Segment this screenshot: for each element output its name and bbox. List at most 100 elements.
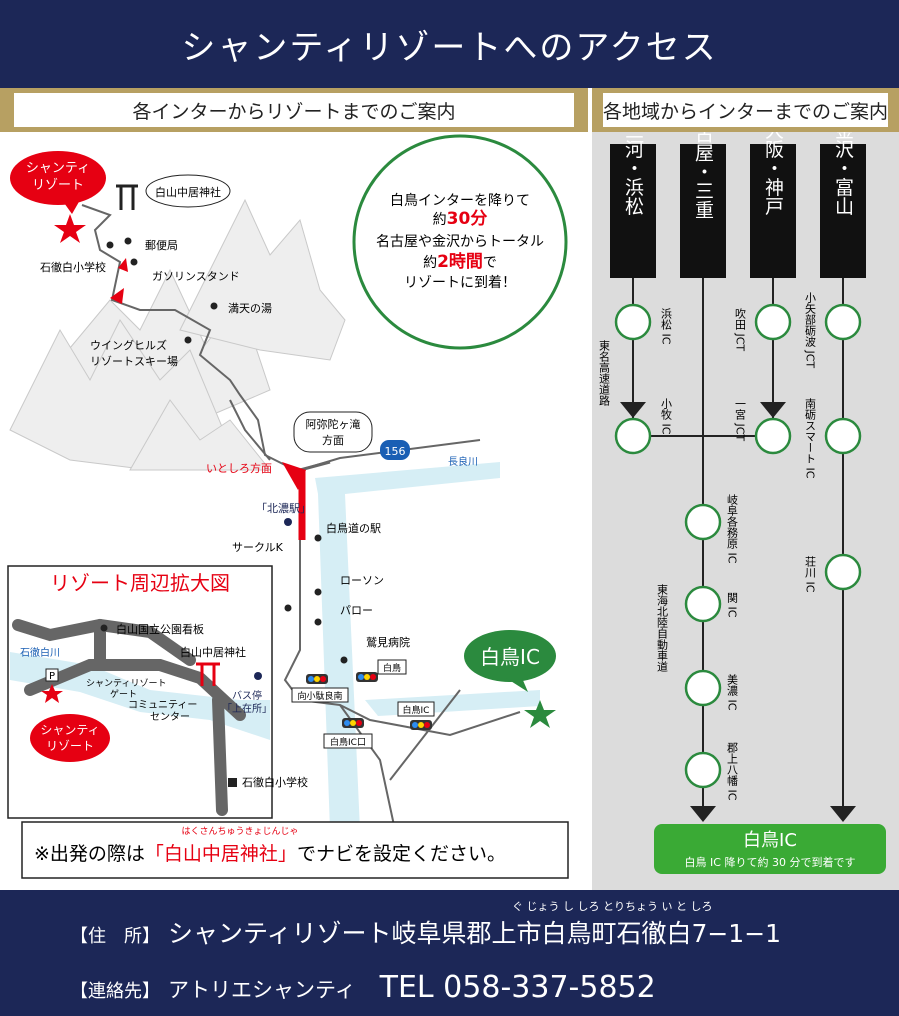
right-section-title: 各地域からインターまでのご案内 <box>603 93 888 127</box>
ic-seki: 関 IC <box>726 592 739 618</box>
address-ruby: ぐ じょう し しろ とりちょう い と しろ <box>512 900 713 913</box>
region-nagoya: 名古屋・三重 <box>692 132 714 219</box>
tel-number: TEL 058-337-5852 <box>379 970 656 1005</box>
ic-komaki: 小牧 IC <box>660 398 673 435</box>
inset-bus-stop-dot <box>254 672 262 680</box>
page-title: シャンティリゾートへのアクセス <box>0 0 899 88</box>
inset-park-sign-dot <box>100 624 108 632</box>
inset-resort-star-icon <box>41 684 63 703</box>
callout-line4-bold: 2時間 <box>437 251 483 272</box>
ic-destination-box <box>654 824 886 874</box>
navi-note-highlight: 「白山中居神社」 <box>145 843 297 865</box>
callout-line1: 白鳥インターを降りて <box>390 193 530 209</box>
address-text: シャンティリゾート岐阜県郡上市白鳥町石徹白7−1−1 <box>167 919 782 948</box>
inset-parking-icon <box>45 668 59 682</box>
inset-community-2: センター <box>150 711 190 723</box>
footer: ぐ じょう し しろ とりちょう い と しろ 【住 所】 シャンティリゾート岐… <box>0 890 899 1016</box>
ic-gujo: 郡上八幡 IC <box>726 742 739 801</box>
signal-mukaikozaki-icon <box>306 674 328 684</box>
ic-bubble <box>464 630 556 682</box>
ski-label-2: リゾートスキー場 <box>90 355 178 368</box>
right-section-header: 各地域からインターまでのご案内 <box>592 88 899 132</box>
inset-community-1: コミュニティー <box>128 700 197 711</box>
ic-bubble-label: 白鳥IC <box>480 645 540 669</box>
resort-label-1: シャンティ <box>26 161 90 176</box>
mountains <box>9 198 346 471</box>
callout-line2: 約30分 <box>433 209 488 229</box>
region-osaka: 大阪・神戸 <box>762 132 784 216</box>
ski-dot <box>184 336 192 344</box>
ic-signal-label: 白鳥IC <box>403 704 430 716</box>
address-label: 【住 所】 <box>70 926 160 947</box>
route-arrow-2 <box>118 258 128 272</box>
signal-shirotori-box <box>377 659 407 675</box>
route-156-road <box>299 460 331 472</box>
mukaikozaki-label: 向小駄良南 <box>297 690 342 702</box>
gas-station-label: ガソリンスタンド <box>152 270 240 283</box>
highway-diagram: 三河・浜松 名古屋・三重 大阪・神戸 金沢・富山 浜松 IC 吹田 JCT 小矢… <box>598 132 886 874</box>
pallo-dot <box>314 618 322 626</box>
ic-ichinomiya: 一宮 JCT <box>734 398 747 441</box>
left-section-header: 各インターからリゾートまでのご案内 <box>0 88 588 132</box>
navi-note-pre: ※出発の際は <box>34 843 145 865</box>
callout-line4: 約2時間で <box>423 251 497 272</box>
highway-lines <box>632 278 844 812</box>
ic-signal-box <box>397 701 435 717</box>
callout-line2-pre: 約 <box>433 212 447 228</box>
circle-k-label: サークルK <box>232 541 284 554</box>
shrine-label: 白山中居神社 <box>155 185 221 199</box>
mukaikozaki-box <box>291 687 349 703</box>
inset-title: リゾート周辺拡大図 <box>50 571 230 595</box>
ic-mouth-box <box>323 733 373 749</box>
signal-shirotori-label: 白鳥 <box>383 662 401 674</box>
inset-resort-bubble <box>30 714 110 762</box>
ic-gifu: 岐阜各務原 IC <box>726 494 739 564</box>
inset-shrine-label: 白山中居神社 <box>180 645 246 659</box>
itoshiro-label: いとしろ方面 <box>206 461 272 475</box>
callout-circle <box>352 134 568 350</box>
ic-bubble-tail <box>506 678 528 692</box>
ic-mino: 美濃 IC <box>726 674 739 711</box>
ic-nanto: 南砺スマート IC <box>804 398 817 479</box>
resort-bubble-tail <box>62 200 80 214</box>
inset-bus-label-2: 「上在所」 <box>222 703 272 715</box>
highway-arrows <box>620 402 856 822</box>
left-section-title: 各インターからリゾートまでのご案内 <box>14 93 574 127</box>
waterfall-label-2: 方面 <box>322 433 344 447</box>
signal-ic-mouth-icon <box>342 718 364 728</box>
nagara-river-label: 長良川 <box>448 455 478 468</box>
gas-station-dot <box>130 258 138 266</box>
ic-destination-sub: 白鳥 IC 降りて約 30 分で到着です <box>685 855 856 869</box>
resort-label-2: リゾート <box>32 178 84 193</box>
torii-icon <box>116 184 138 210</box>
nagara-river <box>315 462 500 830</box>
navi-note-post: でナビを設定ください。 <box>297 843 506 865</box>
ic-star-icon <box>524 700 556 728</box>
waterfall-label-1: 阿弥陀ヶ滝 <box>306 417 361 431</box>
contact-row: 【連絡先】 アトリエシャンティ TEL 058-337-5852 <box>70 970 656 1005</box>
inset-torii-icon <box>196 662 220 686</box>
navi-note: ※出発の際は「白山中居神社」でナビを設定ください。 <box>34 843 506 865</box>
region-kanazawa: 金沢・富山 <box>832 132 854 216</box>
tomei-label: 東名高速道路 <box>598 340 611 407</box>
inset-resort-label-2: リゾート <box>46 739 94 753</box>
inset-school-label: 石徹白小学校 <box>242 775 308 789</box>
ic-suita: 吹田 JCT <box>734 308 747 352</box>
callout-line4-post: で <box>483 255 497 271</box>
michi-no-eki-dot <box>314 534 322 542</box>
navi-note-ruby: はくさんちゅうきょじんじゃ <box>181 826 298 837</box>
post-office-dot <box>124 237 132 245</box>
inset-gate-1: シャンティリゾート <box>86 678 166 689</box>
waterfall-bubble <box>293 411 373 453</box>
navi-note-box <box>21 821 569 879</box>
access-map: シャンティ リゾート 白山中居神社 郵便局 石徹白小学校 ガソリンスタンド 満天… <box>7 134 569 879</box>
ic-shokawa: 荘川 IC <box>804 556 817 593</box>
michi-no-eki-label: 白鳥道の駅 <box>326 521 381 535</box>
lawson-dot <box>314 588 322 596</box>
region-mikawa: 三河・浜松 <box>622 132 644 216</box>
shrine-bubble <box>145 174 231 208</box>
ic-mouth-label: 白鳥IC口 <box>330 736 366 748</box>
onsen-label: 満天の湯 <box>228 302 272 315</box>
contact-label: 【連絡先】 <box>70 981 160 1002</box>
hokuno-station-dot <box>284 518 292 526</box>
